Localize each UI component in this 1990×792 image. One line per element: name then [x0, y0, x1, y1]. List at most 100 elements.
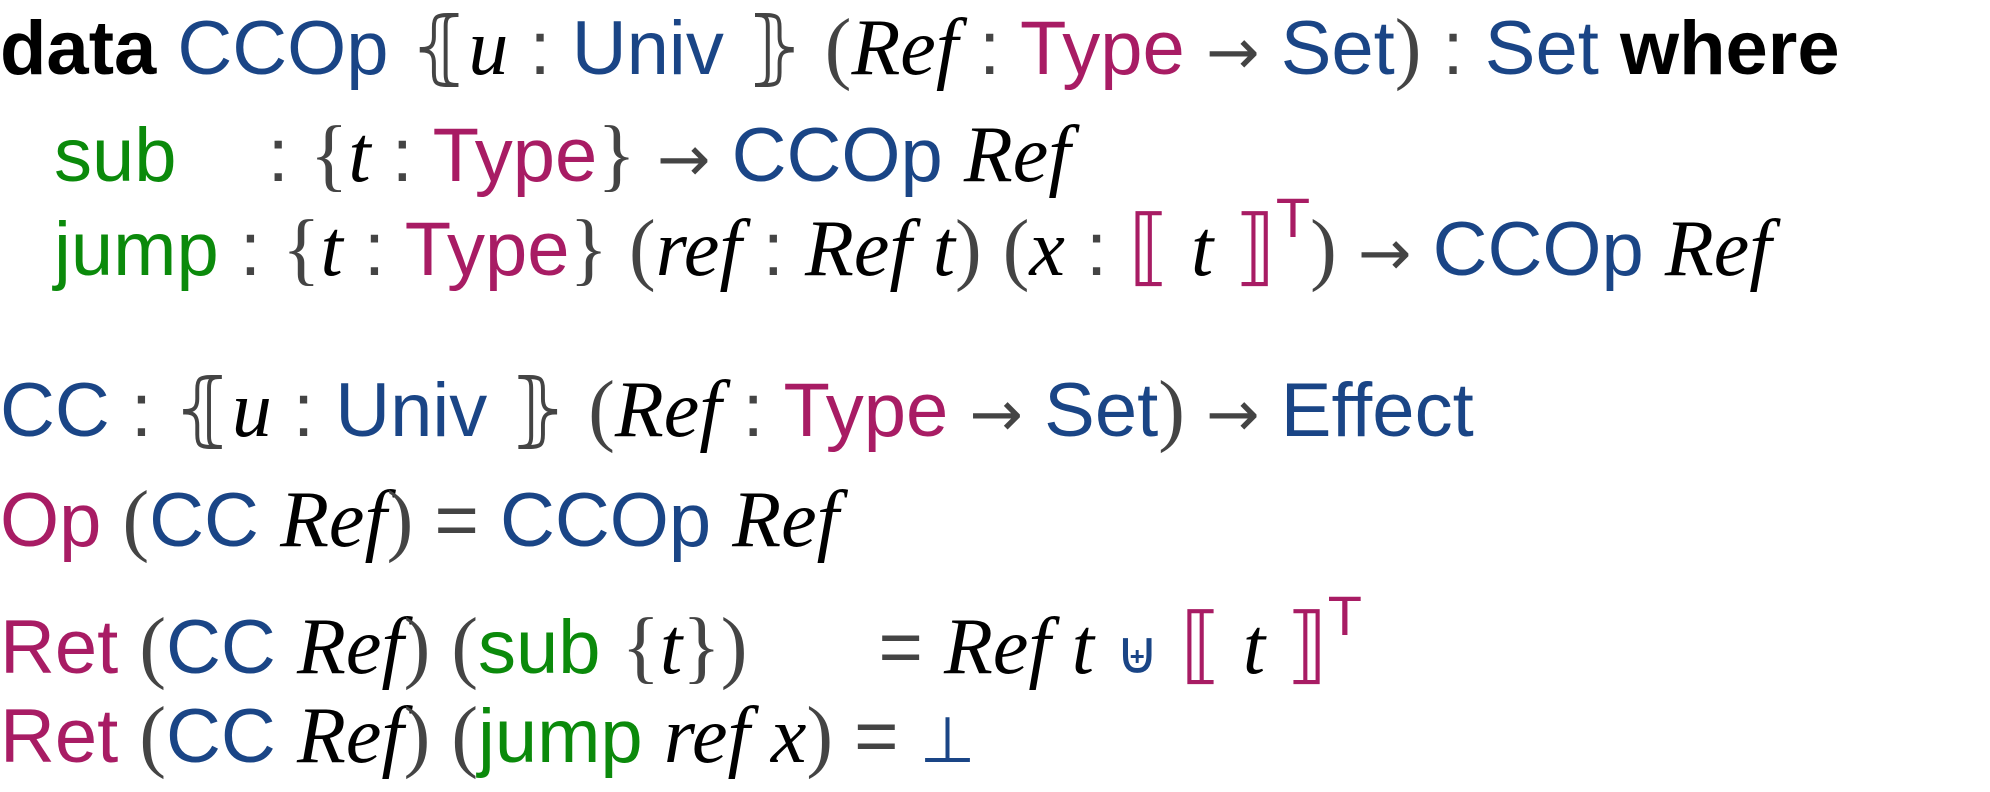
type-name-ccop: CCOp	[499, 478, 712, 563]
brace-open: {	[309, 111, 349, 199]
paren-close: )	[1158, 366, 1185, 454]
paren-close: )	[403, 603, 431, 691]
implicit-open-brace: ⦃	[173, 366, 232, 454]
paren-open: (	[122, 476, 150, 564]
arrow-icon: →	[969, 378, 1024, 452]
constructor-sub: sub	[54, 113, 177, 198]
paren-close: )	[1310, 205, 1337, 293]
bottom-icon: ⊥	[919, 704, 976, 778]
paren-open: (	[139, 603, 167, 691]
type-set: Set	[1044, 368, 1159, 453]
type-effect: Effect	[1280, 368, 1474, 453]
brace-close: }	[682, 603, 721, 691]
equals-sign: =	[434, 478, 479, 563]
colon: :	[1085, 207, 1108, 292]
var-t: t	[348, 111, 371, 199]
arrow-icon: →	[1206, 378, 1260, 452]
data-declaration-line: data CCOp ⦃u : Univ ⦄ (Ref : Type → Set)…	[0, 8, 1840, 88]
paren-open: (	[451, 692, 478, 780]
var-ref: Ref	[614, 366, 722, 454]
var-ref: Ref	[296, 692, 404, 780]
implicit-close-brace: ⦄	[508, 366, 568, 454]
var-ref: Ref	[296, 603, 404, 691]
constructor-sub: sub	[477, 605, 601, 690]
implicit-close-brace: ⦄	[744, 4, 804, 92]
paren-close: )	[403, 692, 431, 780]
constructor-jump: jump	[54, 207, 219, 292]
colon: :	[762, 207, 784, 292]
type-name-ccop: CCOp	[177, 6, 389, 91]
type-univ: Univ	[571, 6, 724, 91]
paren-open: (	[629, 205, 656, 293]
semantic-bracket-open: ⟦	[1128, 201, 1170, 294]
arrow-icon: →	[656, 123, 711, 197]
constructor-jump-line: jump : {t : Type} (ref : Ref t) (x : ⟦ t…	[54, 190, 1772, 290]
brace-close: }	[569, 205, 608, 293]
var-u: u	[468, 4, 509, 92]
implicit-open-brace: ⦃	[409, 4, 469, 92]
semantic-bracket-close: ⟧	[1286, 599, 1328, 692]
var-ref: Ref	[963, 111, 1071, 199]
var-ref: Ref	[732, 476, 839, 564]
name-cc: CC	[149, 478, 259, 563]
type-set: Set	[1280, 6, 1395, 91]
colon: :	[239, 207, 261, 292]
cc-signature-line: CC : ⦃u : Univ ⦄ (Ref : Type → Set) → Ef…	[0, 370, 1474, 450]
equals-sign: =	[854, 694, 899, 779]
type-name-ccop: CCOp	[731, 113, 943, 198]
colon: :	[363, 207, 385, 292]
type-type: Type	[783, 368, 949, 453]
semantic-bracket-close: ⟧	[1234, 201, 1276, 294]
fn-ret: Ret	[0, 605, 119, 690]
name-cc: CC	[0, 368, 110, 453]
ret-jump-equation-line: Ret (CC Ref) (jump ref x) = ⊥	[0, 696, 975, 776]
name-cc: CC	[166, 605, 276, 690]
type-type: Type	[432, 113, 598, 198]
type-name-ccop: CCOp	[1432, 207, 1644, 292]
var-ref-lower: ref	[655, 205, 742, 293]
ret-sub-equation-line: Ret (CC Ref) (sub {t}) = Ref t ⊎ ⟦ t ⟧T	[0, 588, 1362, 688]
type-type: Type	[404, 207, 570, 292]
var-ref: Ref	[943, 603, 1051, 691]
superscript-t: T	[1327, 584, 1362, 647]
paren-close: )	[386, 476, 414, 564]
result-set: Set	[1484, 6, 1599, 91]
colon: :	[979, 6, 1001, 91]
disjoint-union-icon: ⊎	[1115, 618, 1159, 688]
colon: :	[1442, 6, 1464, 91]
colon: :	[293, 368, 315, 453]
name-cc: CC	[166, 694, 276, 779]
var-ref-lower: ref	[663, 692, 750, 780]
paren-open: (	[588, 366, 615, 454]
var-x: x	[1029, 205, 1065, 293]
semantic-bracket-open: ⟦	[1180, 599, 1222, 692]
var-t: t	[1190, 205, 1214, 293]
var-t: t	[320, 205, 343, 293]
brace-open: {	[282, 205, 321, 293]
fn-ret: Ret	[0, 694, 119, 779]
var-ref: Ref	[851, 4, 959, 92]
arrow-icon: →	[1205, 16, 1260, 90]
var-t: t	[660, 603, 683, 691]
brace-open: {	[621, 603, 661, 691]
var-u: u	[231, 366, 272, 454]
colon: :	[267, 113, 289, 198]
paren-close: )	[720, 603, 748, 691]
equals-sign: =	[878, 605, 923, 690]
constructor-sub-line: sub : {t : Type} → CCOp Ref	[54, 115, 1071, 195]
type-univ: Univ	[335, 368, 488, 453]
keyword-where: where	[1619, 6, 1840, 91]
paren-close: )	[1394, 4, 1422, 92]
var-x: x	[770, 692, 807, 780]
brace-close: }	[597, 111, 636, 199]
var-t: t	[1071, 603, 1094, 691]
paren-open: (	[451, 603, 478, 691]
paren-close: )	[806, 692, 834, 780]
colon: :	[529, 6, 551, 91]
paren-open: (	[1002, 205, 1030, 293]
op-equation-line: Op (CC Ref) = CCOp Ref	[0, 480, 839, 560]
colon: :	[742, 368, 764, 453]
fn-op: Op	[0, 478, 102, 563]
var-t: t	[932, 205, 955, 293]
var-t: t	[1242, 603, 1266, 691]
